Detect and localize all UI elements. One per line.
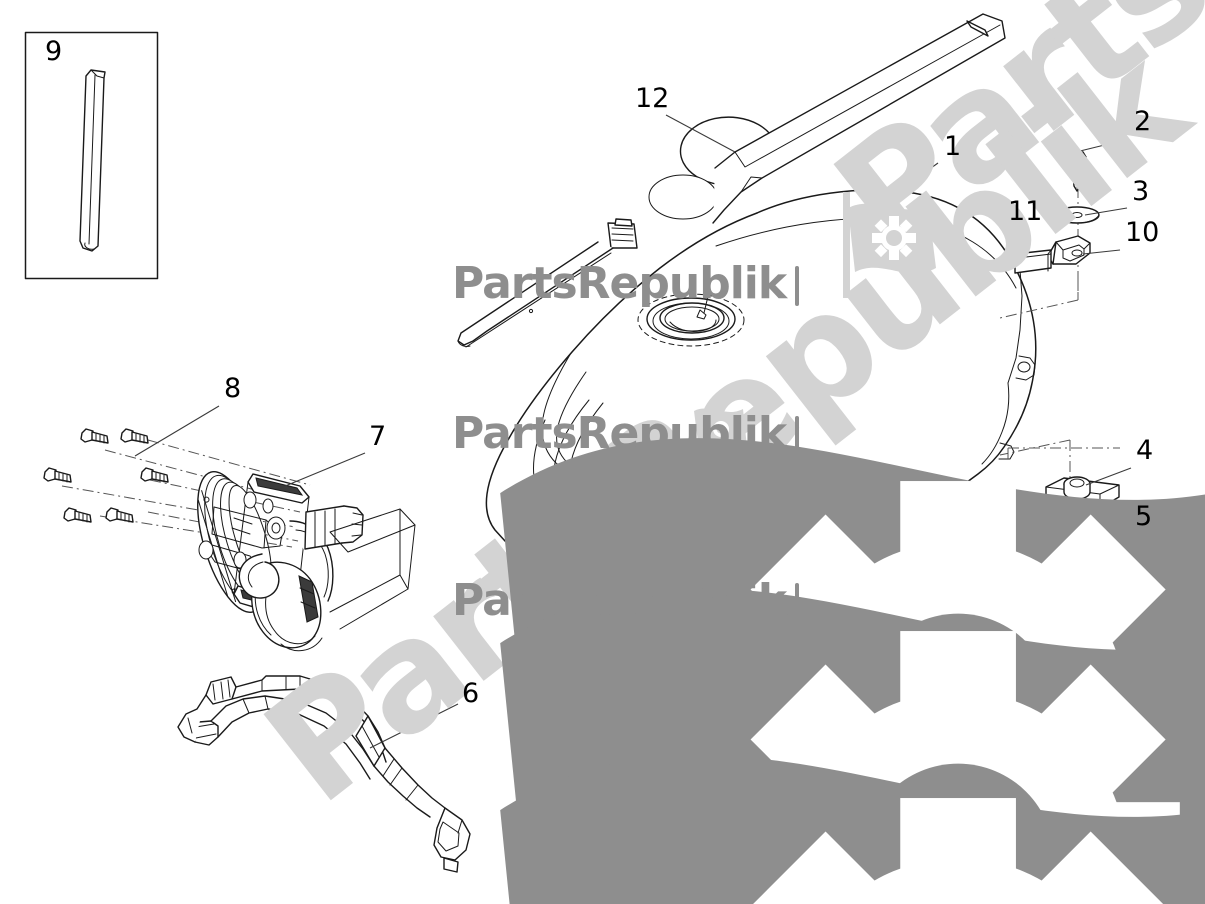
callout-5: 5 [1135, 501, 1153, 532]
gear-flag-icon-large-1 [840, 190, 960, 300]
callout-10: 10 [1125, 217, 1160, 248]
part-3-washer [1054, 206, 1100, 224]
callout-8: 8 [224, 373, 242, 404]
part-2-screw [1067, 151, 1087, 192]
callout-11: 11 [1008, 196, 1043, 227]
callout-6: 6 [462, 678, 480, 709]
callout-12: 12 [635, 83, 670, 114]
part-12-strap [457, 13, 1006, 348]
callout-2: 2 [1134, 106, 1152, 137]
part-7-fuel-pump-assembly [197, 471, 416, 652]
callout-3: 3 [1132, 176, 1150, 207]
part-11-spacer-pad [1014, 249, 1052, 274]
fuel-filler-cap [637, 291, 745, 347]
part-6-fuel-hose [177, 675, 471, 873]
callout-9: 9 [45, 36, 63, 67]
callout-4: 4 [1136, 435, 1154, 466]
callout-7: 7 [369, 421, 387, 452]
callout-1: 1 [944, 131, 962, 162]
